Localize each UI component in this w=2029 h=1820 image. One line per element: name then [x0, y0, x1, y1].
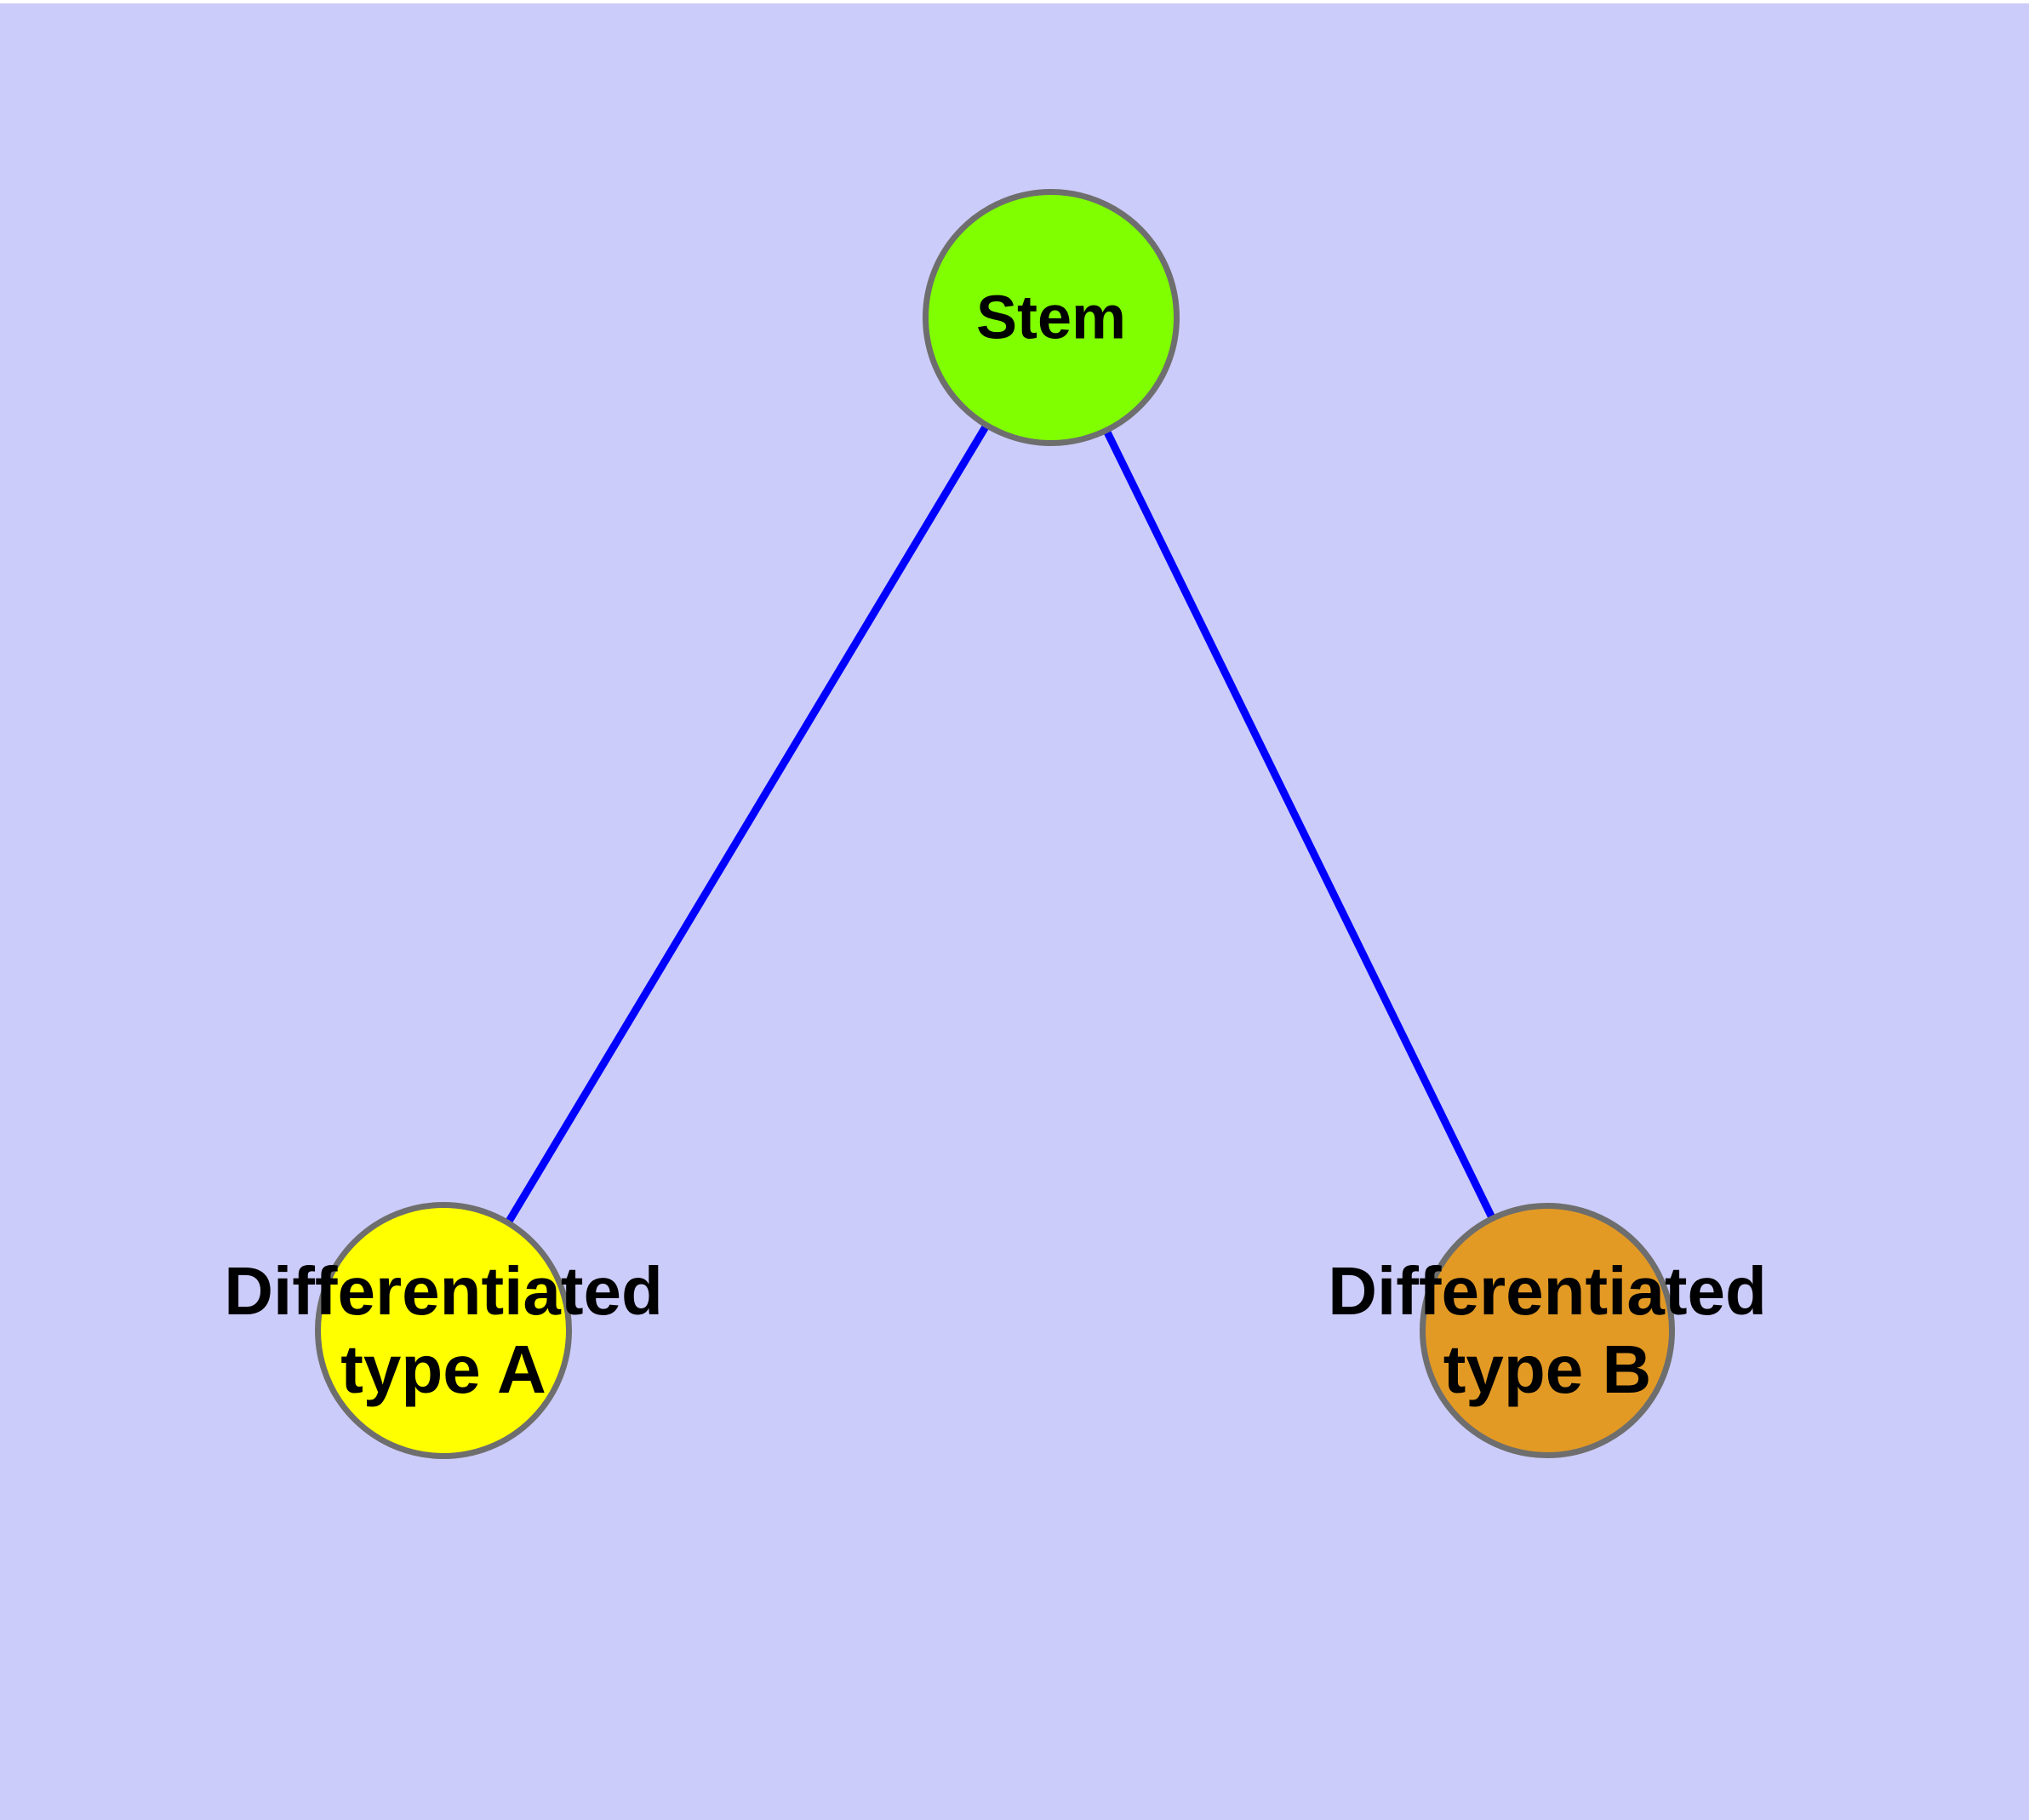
- node-label-line: type B: [1443, 1331, 1652, 1407]
- node-label-line: Stem: [976, 283, 1126, 352]
- node-label-line: Differentiated: [224, 1253, 663, 1329]
- graph-node-stem[interactable]: Stem: [923, 189, 1180, 446]
- edges-layer: [505, 424, 1495, 1224]
- graph-edge-stem-to-diff-a[interactable]: [505, 424, 990, 1224]
- node-label-line: Differentiated: [1328, 1253, 1767, 1329]
- graph-edge-stem-to-diff-b[interactable]: [1103, 429, 1495, 1220]
- node-circle-stem[interactable]: [923, 189, 1180, 446]
- node-circle-diff-b[interactable]: [1420, 1203, 1675, 1458]
- node-circle-diff-a[interactable]: [315, 1202, 572, 1459]
- node-label-line: type A: [340, 1331, 546, 1407]
- node-label-stem: Stem: [976, 283, 1126, 352]
